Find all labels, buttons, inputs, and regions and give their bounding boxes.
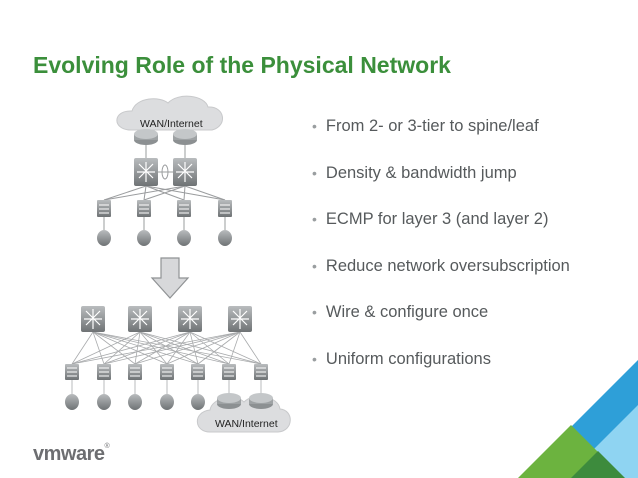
server-icon bbox=[97, 394, 111, 410]
bottom-router-icon bbox=[249, 393, 273, 409]
corner-decoration bbox=[518, 360, 638, 478]
server-icon bbox=[97, 230, 111, 246]
spine-switch-icon bbox=[178, 306, 202, 332]
server-icon bbox=[160, 394, 174, 410]
server-icon bbox=[128, 394, 142, 410]
leaf-switch-icon bbox=[191, 364, 205, 380]
leaf-switch-icon bbox=[65, 364, 79, 380]
spine-switch-icon bbox=[81, 306, 105, 332]
top-wan-cloud: WAN/Internet bbox=[116, 95, 223, 131]
bullet-item: •ECMP for layer 3 (and layer 2) bbox=[312, 210, 549, 228]
access-switch-icon bbox=[218, 200, 232, 217]
leaf-switch-icon bbox=[97, 364, 111, 380]
bullet-item: •Uniform configurations bbox=[312, 349, 491, 368]
core-switch-icon bbox=[134, 158, 158, 186]
bullet-list: •From 2- or 3-tier to spine/leaf •Densit… bbox=[312, 117, 570, 396]
spine-switch-icon bbox=[128, 306, 152, 332]
top-cloud-label: WAN/Internet bbox=[140, 118, 203, 130]
bottom-wan-cloud: WAN/Internet bbox=[196, 395, 291, 433]
access-switch-icon bbox=[177, 200, 191, 217]
server-icon bbox=[137, 230, 151, 246]
down-arrow-icon bbox=[150, 257, 190, 299]
vmware-logo: vmware® bbox=[33, 443, 110, 465]
server-icon bbox=[191, 394, 205, 410]
core-switch-icon bbox=[173, 158, 197, 186]
bullet-item: •Density & bandwidth jump bbox=[312, 163, 517, 182]
bullet-item: •Wire & configure once bbox=[312, 303, 489, 321]
bullet-item: •From 2- or 3-tier to spine/leaf bbox=[312, 117, 539, 135]
bullet-item: •Reduce network oversubscription bbox=[312, 256, 570, 275]
slide-title: Evolving Role of the Physical Network bbox=[33, 52, 451, 78]
access-switch-icon bbox=[137, 200, 151, 217]
spine-switch-icon bbox=[228, 306, 252, 332]
bottom-cloud-label: WAN/Internet bbox=[215, 418, 278, 430]
leaf-switch-icon bbox=[128, 364, 142, 380]
leaf-switch-icon bbox=[222, 364, 236, 380]
server-icon bbox=[65, 394, 79, 410]
spine-leaf-mesh bbox=[71, 331, 262, 395]
access-switch-icon bbox=[97, 200, 111, 217]
top-router-icon bbox=[134, 129, 158, 145]
bottom-router-icon bbox=[217, 393, 241, 409]
server-icon bbox=[218, 230, 232, 246]
server-icon bbox=[177, 230, 191, 246]
top-router-icon bbox=[173, 129, 197, 145]
leaf-switch-icon bbox=[254, 364, 268, 380]
leaf-switch-icon bbox=[160, 364, 174, 380]
